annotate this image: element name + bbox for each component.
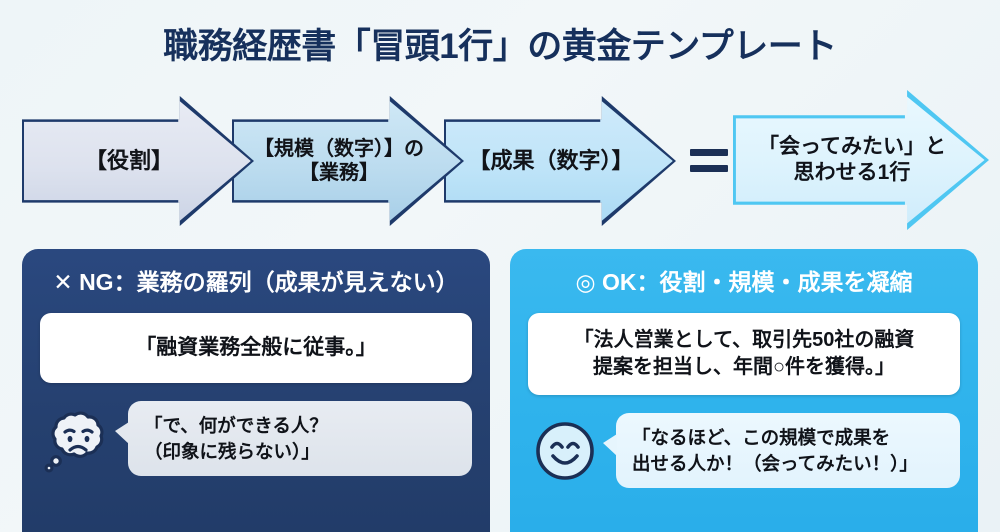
ng-panel: ✕ NG：業務の羅列（成果が見えない） 「融資業務全般に従事。」 — [22, 249, 490, 532]
ok-panel-header: ◎ OK：役割・規模・成果を凝縮 — [575, 269, 913, 295]
flow-step-outcome-line1: 「会ってみたい」と — [758, 135, 946, 159]
flow-step-scale: 【規模（数字）】の 【業務】 — [232, 96, 464, 226]
ng-panel-header: ✕ NG：業務の羅列（成果が見えない） — [53, 269, 459, 295]
flow-step-outcome: 「会ってみたい」と 思わせる1行 — [733, 90, 989, 230]
sad-cloud-face-icon — [40, 402, 114, 476]
flow-step-outcome-line2: 思わせる1行 — [793, 161, 911, 184]
flow-step-scale-line1: 【規模（数字）】の — [254, 137, 424, 160]
ok-example-box: 「法人営業として、取引先50社の融資 提案を担当し、年間○件を獲得。」 — [528, 313, 960, 395]
ok-reaction-bubble: 「なるほど、この規模で成果を 出せる人か！（会ってみたい！）」 — [603, 413, 960, 489]
ng-example-box: 「融資業務全般に従事。」 — [40, 313, 472, 383]
flow-step-result-label: 【成果（数字）】 — [468, 147, 634, 173]
ok-reaction-line1: 「なるほど、この規模で成果を — [632, 427, 891, 448]
ok-panel: ◎ OK：役割・規模・成果を凝縮 「法人営業として、取引先50社の融資 提案を担… — [510, 249, 978, 532]
flow-step-scale-line2: 【業務】 — [299, 162, 379, 184]
flow-diagram: 【役割】 【規模（数字）】の 【業務】 【成果（数字）】 「会ってみたい」と 思… — [0, 86, 1000, 236]
ok-example-line2: 提案を担当し、年間○件を獲得。」 — [592, 356, 896, 378]
ng-reaction-line2: （印象に残らない）」 — [144, 440, 320, 462]
ng-reaction-line1: 「で、何ができる人？ — [144, 415, 328, 436]
flow-step-scale-label: 【規模（数字）】の 【業務】 — [254, 137, 442, 186]
flow-step-role: 【役割】 — [22, 96, 254, 226]
ok-reaction-row: 「なるほど、この規模で成果を 出せる人か！（会ってみたい！）」 — [528, 413, 960, 489]
flow-step-role-label: 【役割】 — [84, 147, 173, 173]
ok-reaction-line2: 出せる人か！（会ってみたい！）」 — [632, 452, 918, 474]
ng-reaction-row: 「で、何ができる人？ （印象に残らない）」 — [40, 401, 472, 477]
equals-sign-icon — [690, 149, 730, 179]
flow-step-outcome-label: 「会ってみたい」と 思わせる1行 — [758, 134, 964, 185]
ng-reaction-bubble: 「で、何ができる人？ （印象に残らない）」 — [115, 401, 472, 477]
flow-step-result: 【成果（数字）】 — [444, 96, 676, 226]
smiling-face-icon — [528, 414, 602, 488]
page-title: 職務経歴書「冒頭1行」の黄金テンプレート — [163, 27, 837, 66]
ng-example-text: 「融資業務全般に従事。」 — [135, 335, 377, 359]
ok-example-line1: 「法人営業として、取引先50社の融資 — [573, 329, 915, 351]
